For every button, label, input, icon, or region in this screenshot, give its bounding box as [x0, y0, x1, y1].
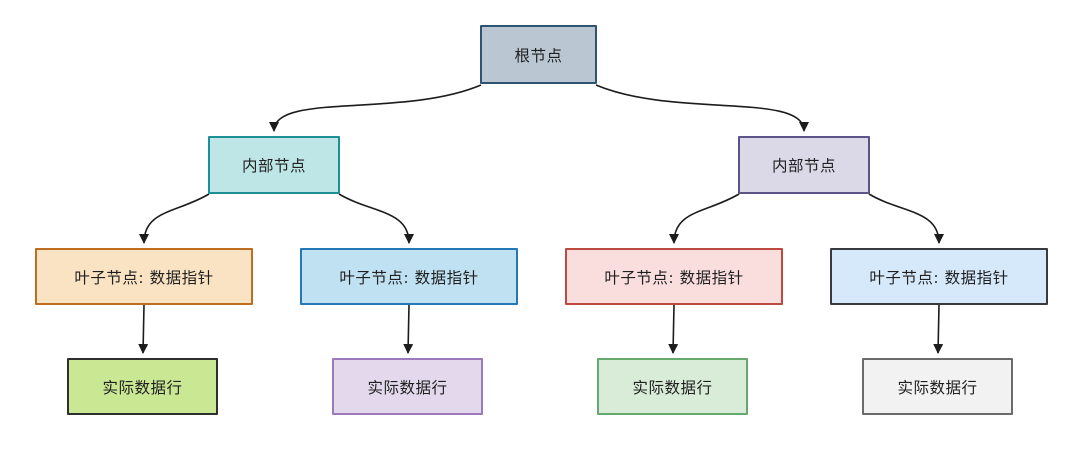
- edge-leaf-1-data-1: [138, 304, 149, 354]
- edge-internal-left-leaf-2: [338, 193, 414, 244]
- node-internal-right: 内部节点: [738, 136, 870, 194]
- edge-leaf-4-data-4: [933, 304, 944, 354]
- node-data-1-label: 实际数据行: [102, 378, 183, 397]
- node-root-label: 根节点: [514, 46, 563, 65]
- node-leaf-2: 叶子节点: 数据指针: [300, 248, 518, 305]
- node-data-3: 实际数据行: [597, 358, 748, 415]
- node-leaf-1-label: 叶子节点: 数据指针: [74, 268, 214, 287]
- node-leaf-2-label: 叶子节点: 数据指针: [339, 268, 479, 287]
- edge-internal-left-leaf-1: [139, 193, 210, 244]
- node-data-4-label: 实际数据行: [897, 378, 978, 397]
- node-data-1: 实际数据行: [67, 358, 218, 415]
- node-data-2-label: 实际数据行: [367, 378, 448, 397]
- node-data-3-label: 实际数据行: [632, 378, 713, 397]
- node-internal-right-label: 内部节点: [771, 157, 836, 175]
- node-data-2: 实际数据行: [332, 358, 483, 415]
- node-leaf-3: 叶子节点: 数据指针: [565, 248, 783, 305]
- node-internal-left: 内部节点: [208, 136, 340, 194]
- edge-root-internal-left: [269, 84, 482, 132]
- node-internal-left-label: 内部节点: [241, 157, 306, 175]
- edge-internal-right-leaf-3: [669, 193, 740, 244]
- node-leaf-1: 叶子节点: 数据指针: [35, 248, 253, 305]
- edge-internal-right-leaf-4: [868, 193, 944, 244]
- node-data-4: 实际数据行: [862, 358, 1013, 415]
- node-leaf-4-label: 叶子节点: 数据指针: [869, 268, 1009, 287]
- node-leaf-4: 叶子节点: 数据指针: [830, 248, 1048, 305]
- edge-leaf-2-data-2: [403, 304, 414, 354]
- node-leaf-3-label: 叶子节点: 数据指针: [604, 268, 744, 287]
- edge-root-internal-right: [595, 84, 809, 132]
- node-root: 根节点: [480, 25, 597, 84]
- edge-leaf-3-data-3: [668, 304, 679, 354]
